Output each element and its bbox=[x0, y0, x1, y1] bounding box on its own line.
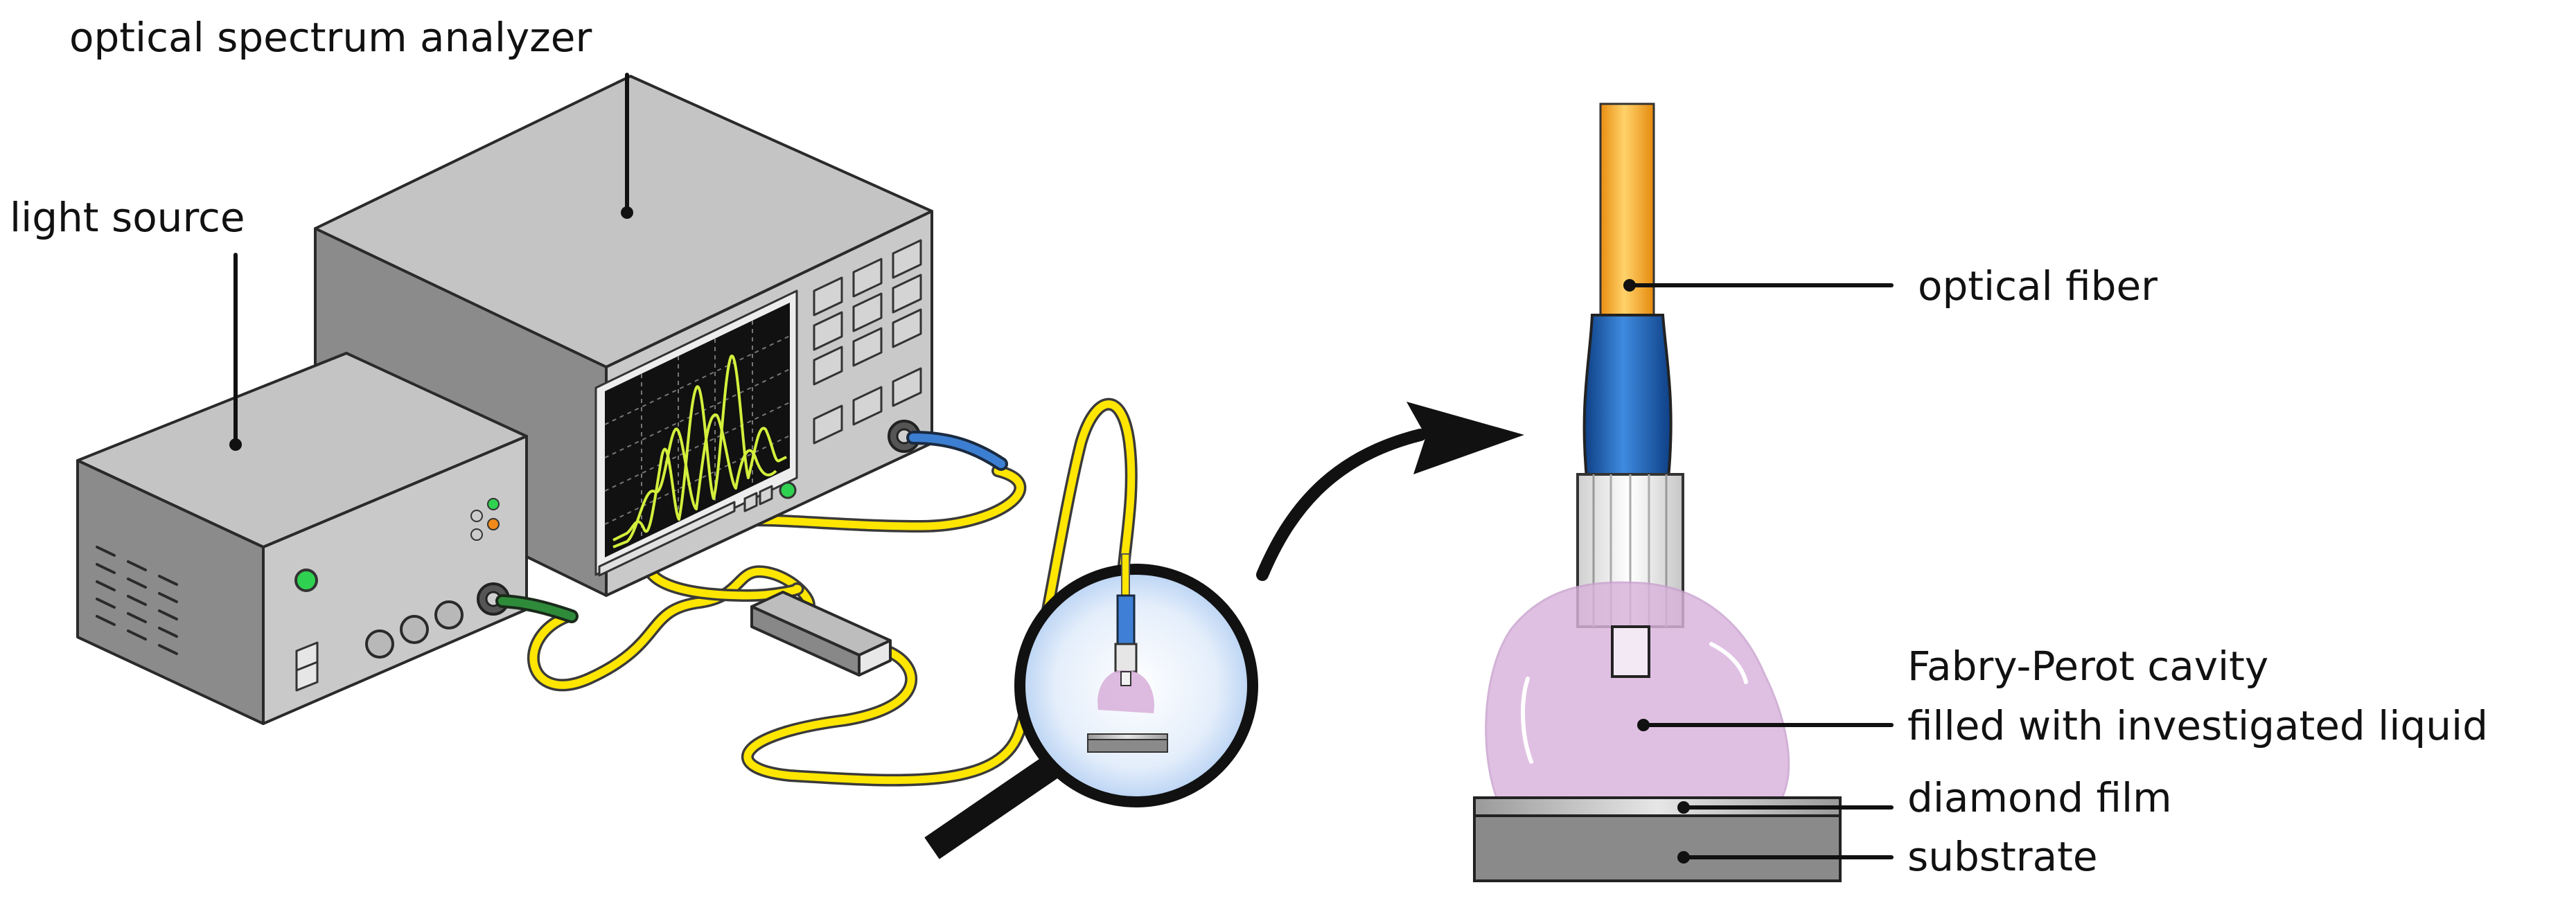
screen-grid bbox=[604, 321, 791, 540]
source-led-orange bbox=[487, 518, 500, 530]
label-optical-fiber: optical fiber bbox=[1918, 262, 2158, 310]
source-power-led bbox=[294, 569, 318, 592]
spectrum-trace bbox=[612, 355, 787, 542]
fiber-coupler-box bbox=[750, 591, 892, 677]
source-led-green bbox=[487, 498, 500, 510]
substrate-layer bbox=[1473, 814, 1842, 882]
label-optical-spectrum-analyzer: optical spectrum analyzer bbox=[69, 14, 592, 61]
source-knob-2 bbox=[400, 615, 429, 644]
leader-lines bbox=[229, 73, 1894, 864]
analyzer-screen-display bbox=[605, 303, 790, 557]
light-source-device bbox=[76, 352, 528, 725]
source-knob-3 bbox=[434, 600, 464, 629]
blue-connector-boot bbox=[1582, 314, 1673, 479]
analyzer-power-led bbox=[779, 481, 797, 499]
source-led-gray-1 bbox=[470, 510, 483, 522]
curved-arrow-icon bbox=[1256, 402, 1524, 581]
label-fabry-perot-line1: Fabry-Perot cavity bbox=[1907, 643, 2269, 690]
source-knob-1 bbox=[365, 629, 394, 659]
analyzer-buttons bbox=[813, 239, 922, 445]
source-led-gray-2 bbox=[470, 528, 483, 541]
magnifying-glass-icon bbox=[924, 553, 1258, 859]
source-vents bbox=[96, 546, 178, 655]
label-fabry-perot-line2: filled with investigated liquid bbox=[1907, 702, 2488, 749]
liquid-drop bbox=[1485, 581, 1790, 799]
label-diamond-film: diamond film bbox=[1907, 774, 2172, 821]
fiber-tip bbox=[1611, 625, 1650, 678]
label-substrate: substrate bbox=[1907, 833, 2098, 880]
probe-assembly bbox=[1473, 102, 1842, 882]
spectrum-analyzer-device bbox=[314, 75, 933, 597]
analyzer-slot bbox=[598, 501, 736, 577]
label-light-source: light source bbox=[10, 194, 245, 241]
